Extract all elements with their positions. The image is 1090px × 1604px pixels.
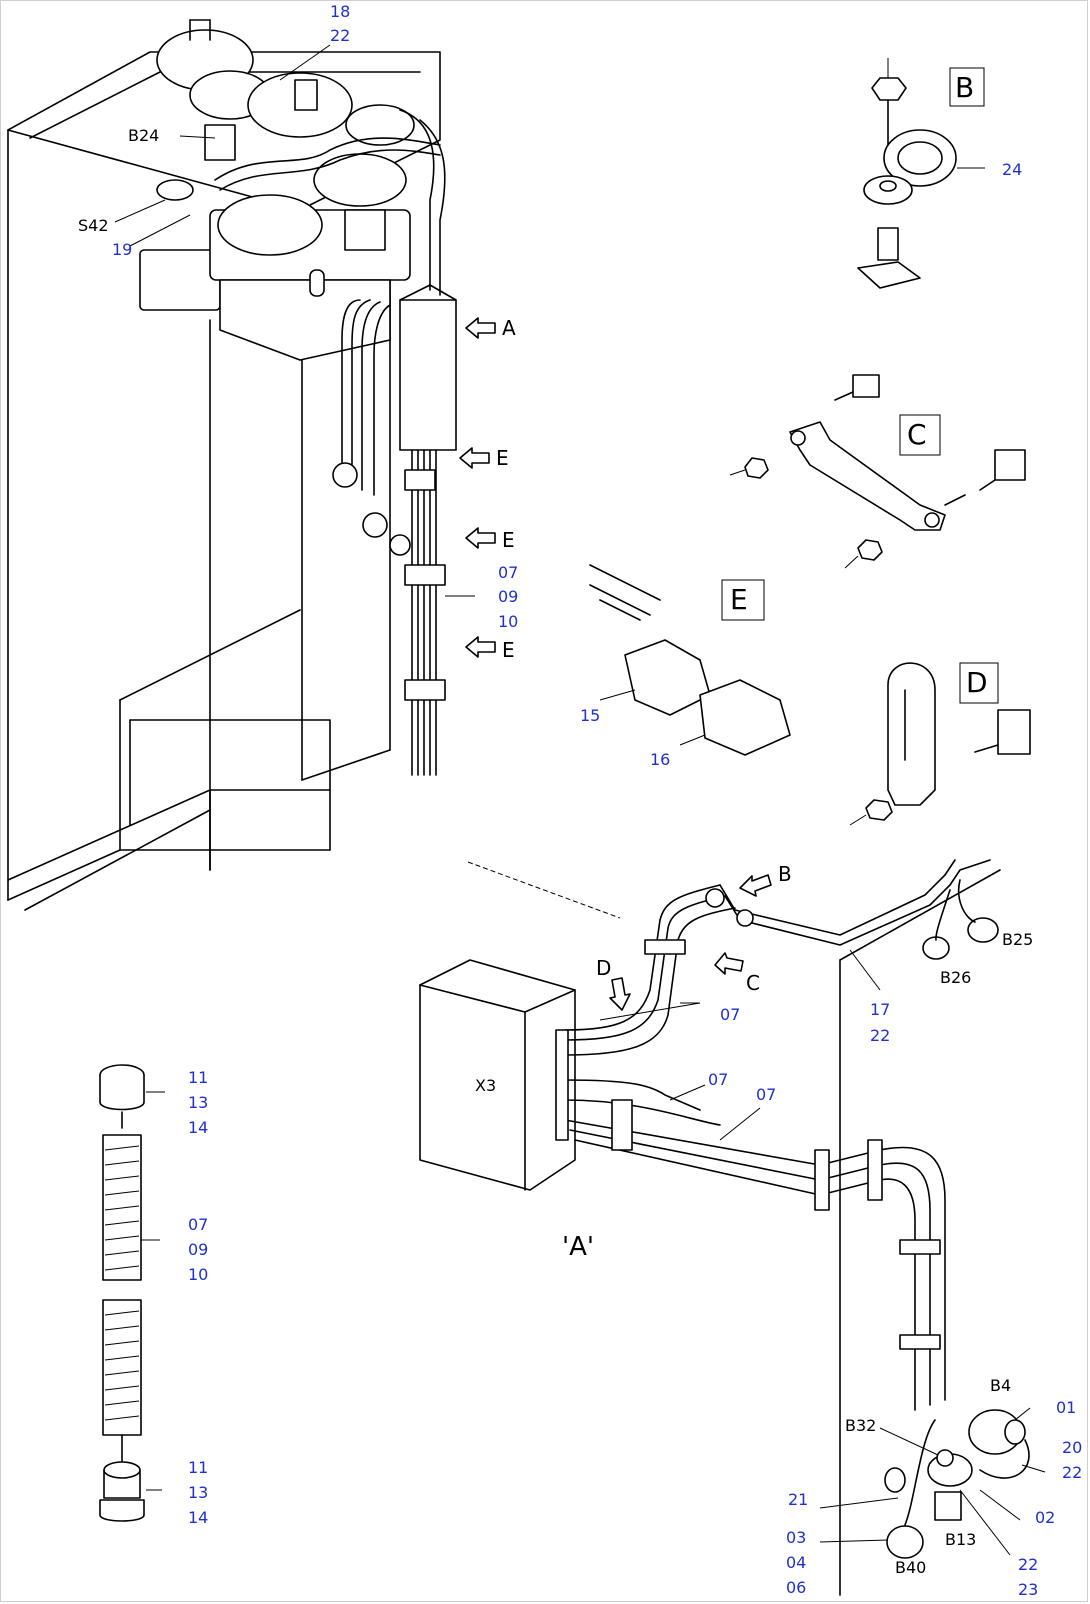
detail-b-drawing bbox=[857, 58, 985, 289]
view-a-title: 'A' bbox=[562, 1232, 595, 1262]
position-number-07: 07 bbox=[708, 1070, 729, 1089]
position-number-22: 22 bbox=[1018, 1555, 1039, 1574]
view-arrow-d-label: D bbox=[596, 956, 612, 980]
designation-b32: B32 bbox=[845, 1416, 877, 1435]
position-number-21: 21 bbox=[788, 1490, 809, 1509]
view-arrows-body bbox=[459, 317, 496, 658]
position-number-07: 07 bbox=[720, 1005, 741, 1024]
designation-b24: B24 bbox=[128, 126, 160, 145]
position-number-22: 22 bbox=[870, 1026, 891, 1045]
view-arrow-e-label: E bbox=[502, 528, 515, 552]
position-number-10: 10 bbox=[188, 1265, 209, 1284]
designation-x3: X3 bbox=[475, 1076, 497, 1095]
position-number-13: 13 bbox=[188, 1093, 209, 1112]
detail-d-drawing bbox=[849, 662, 1031, 826]
detail-c-label: C bbox=[907, 418, 927, 451]
detail-c-drawing bbox=[729, 374, 1026, 569]
view-arrow-b-label: B bbox=[778, 862, 792, 886]
view-arrow-e-label: E bbox=[496, 446, 509, 470]
detail-b-label: B bbox=[955, 71, 975, 104]
position-number-19: 19 bbox=[112, 240, 133, 259]
position-number-02: 02 bbox=[1035, 1508, 1056, 1527]
position-number-04: 04 bbox=[786, 1553, 807, 1572]
position-number-01: 01 bbox=[1056, 1398, 1077, 1417]
position-number-03: 03 bbox=[786, 1528, 807, 1547]
position-number-14: 14 bbox=[188, 1508, 209, 1527]
detail-e-label: E bbox=[730, 583, 748, 616]
position-number-09: 09 bbox=[498, 587, 519, 606]
position-number-13: 13 bbox=[188, 1483, 209, 1502]
position-number-20: 20 bbox=[1062, 1438, 1083, 1457]
designation-b40: B40 bbox=[895, 1558, 927, 1577]
position-number-07: 07 bbox=[756, 1085, 777, 1104]
body-cable-harness bbox=[332, 284, 457, 776]
position-number-22: 22 bbox=[330, 26, 351, 45]
machine-body bbox=[7, 51, 441, 911]
position-number-06: 06 bbox=[786, 1578, 807, 1597]
designation-b4: B4 bbox=[990, 1376, 1012, 1395]
hydraulic-top-assembly bbox=[139, 19, 446, 361]
position-number-24: 24 bbox=[1002, 160, 1023, 179]
position-number-09: 09 bbox=[188, 1240, 209, 1259]
position-number-18: 18 bbox=[330, 2, 351, 21]
position-number-16: 16 bbox=[650, 750, 671, 769]
position-number-11: 11 bbox=[188, 1458, 209, 1477]
leader-lines-top bbox=[114, 44, 475, 597]
view-a-drawing bbox=[419, 859, 1046, 1596]
designation-s42: S42 bbox=[78, 216, 109, 235]
position-number-23: 23 bbox=[1018, 1580, 1039, 1599]
designation-b26: B26 bbox=[940, 968, 972, 987]
position-number-15: 15 bbox=[580, 706, 601, 725]
corrugated-hose-drawing bbox=[99, 1064, 165, 1522]
position-number-11: 11 bbox=[188, 1068, 209, 1087]
view-arrow-c-label: C bbox=[746, 971, 760, 995]
position-number-10: 10 bbox=[498, 612, 519, 631]
view-arrow-e-label: E bbox=[502, 638, 515, 662]
position-number-14: 14 bbox=[188, 1118, 209, 1137]
position-number-07: 07 bbox=[188, 1215, 209, 1234]
designation-b13: B13 bbox=[945, 1530, 977, 1549]
designation-b25: B25 bbox=[1002, 930, 1034, 949]
position-number-17: 17 bbox=[870, 1000, 891, 1019]
position-number-07: 07 bbox=[498, 563, 519, 582]
position-number-22: 22 bbox=[1062, 1463, 1083, 1482]
view-arrows-view-a bbox=[609, 874, 772, 1011]
detail-d-label: D bbox=[966, 666, 988, 699]
view-arrow-a-label: A bbox=[502, 316, 516, 340]
detail-e-drawing bbox=[589, 564, 791, 756]
